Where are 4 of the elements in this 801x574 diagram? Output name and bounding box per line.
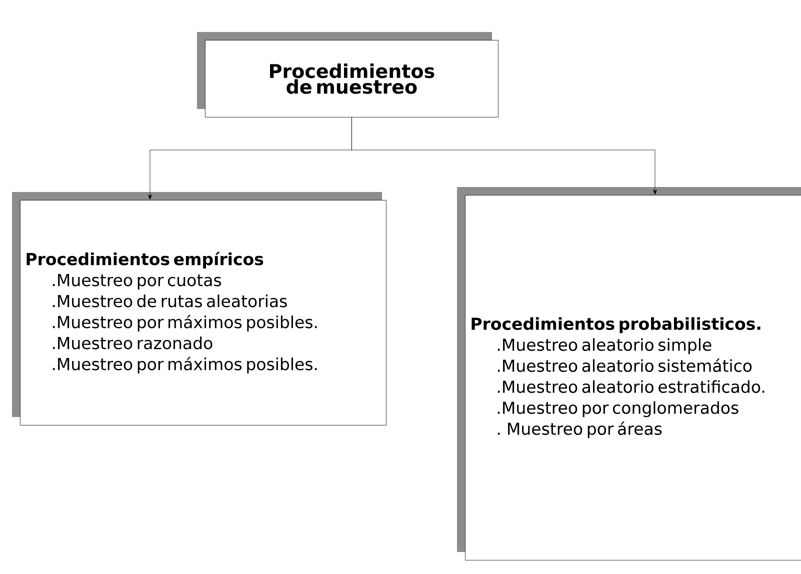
process-box: Procedimientos de muestreo [197, 32, 498, 118]
process-box: Procedimientos empíricos .Muestreo por cuotas .Muestreo de rutas aleatorias .Muestreo por máximos posibles. .Muestreo razonado .Muestreo por máximos posibles. [12, 192, 386, 426]
arrow [352, 117, 657, 195]
process-box: Procedimientos probabilisticos. .Muestreo aleatorio simple .Muestreo aleatorio sistemático .Muestreo aleatorio estratificado. .Muestreo por conglomerados . Muestreo por áreas [457, 187, 801, 560]
